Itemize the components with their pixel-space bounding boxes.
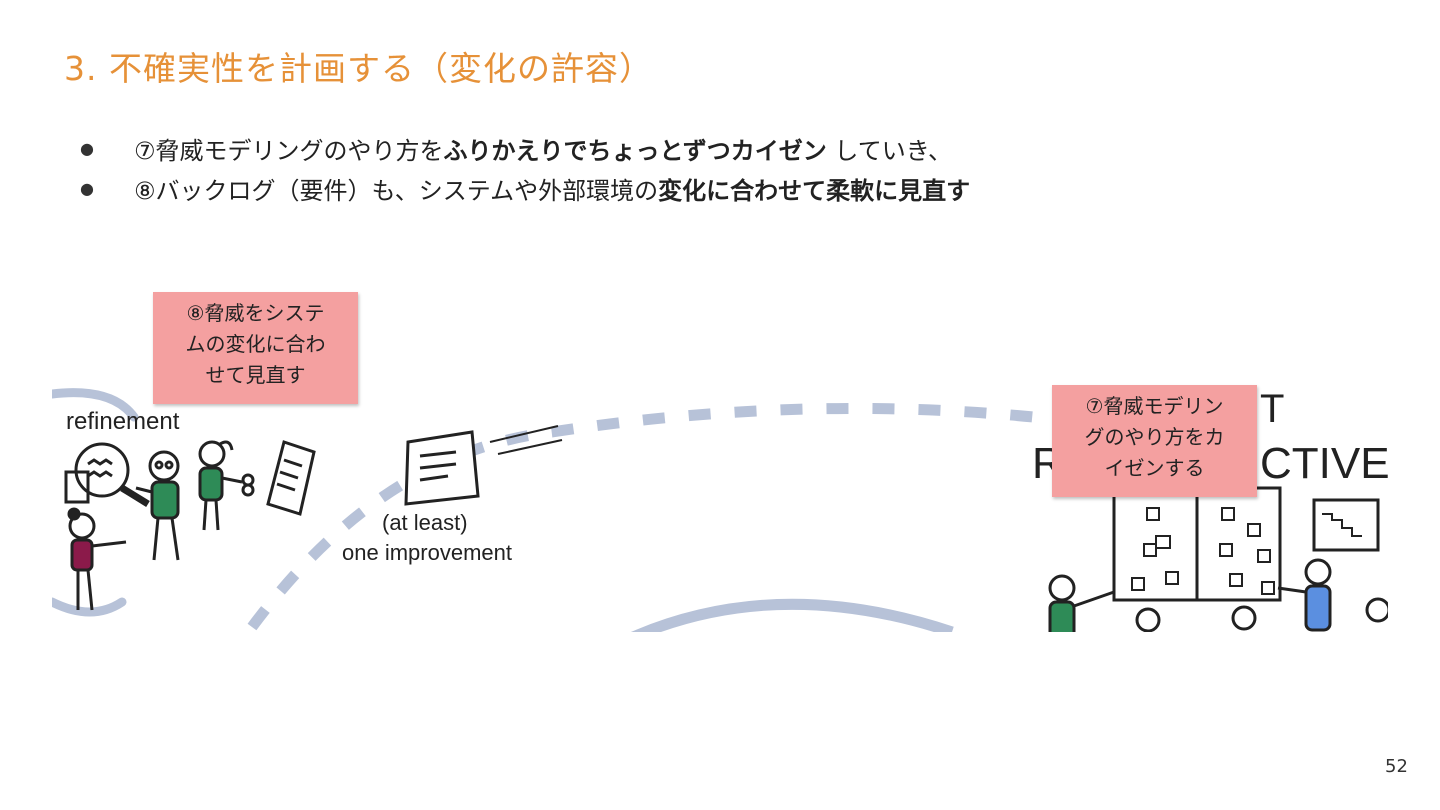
bullet-text-bold: 変化に合わせて柔軟に見直す: [658, 176, 971, 205]
inner-arc: [631, 598, 954, 632]
sprint-dashed-arc: [247, 402, 1063, 631]
callout-line: ムの変化に合わ: [185, 332, 326, 356]
retro-label-right: CTIVE: [1260, 439, 1388, 488]
retro-label-top: T: [1260, 387, 1284, 431]
person-green-ponytail: [198, 440, 255, 531]
scrum-cycle-drawing: refinement: [52, 387, 1388, 632]
slide-title: 3. 不確実性を計画する（変化の許容）: [64, 49, 653, 88]
bullet-marker: ●: [80, 178, 94, 198]
bullet-text-bold: ふりかえりでちょっとずつカイゼン: [443, 136, 827, 165]
backlog-paper-icon: [266, 440, 316, 516]
callout-line: せて見直す: [205, 363, 306, 387]
callout-line: ⑧脅威をシステ: [186, 301, 325, 325]
bullet-text-prefix: ⑧バックログ（要件）も、システムや外部環境の: [134, 176, 659, 205]
callout-line: ⑦脅威モデリン: [1085, 394, 1224, 418]
callout-line: グのやり方をカ: [1084, 425, 1225, 449]
refinement-label: refinement: [66, 408, 180, 435]
bullet-text-prefix: ⑦脅威モデリングのやり方を: [134, 136, 444, 165]
magnifier-icon: [64, 442, 150, 507]
bullet-list: ● ⑦脅威モデリングのやり方を ふりかえりでちょっとずつカイゼン していき、 ●…: [80, 128, 970, 208]
callout-threat-modeling: ⑦脅威モデリン グのやり方をカ イゼンする: [1052, 385, 1257, 497]
bullet-marker: ●: [80, 138, 94, 158]
improvement-document-icon: [404, 425, 563, 506]
improvement-label-line1: (at least): [382, 510, 468, 535]
scrum-cycle-illustration: refinement: [52, 282, 1388, 632]
person-blue-retro: [1277, 558, 1332, 632]
bullet-item-7: ● ⑦脅威モデリングのやり方を ふりかえりでちょっとずつカイゼン していき、: [80, 128, 970, 168]
bullet-item-8: ● ⑧バックログ（要件）も、システムや外部環境の 変化に合わせて柔軟に見直す: [80, 168, 970, 208]
person-maroon: [67, 507, 127, 611]
refinement-arc: [52, 388, 139, 617]
callout-threat-backlog: ⑧脅威をシステ ムの変化に合わ せて見直す: [153, 292, 358, 404]
improvement-label-line2: one improvement: [342, 540, 512, 565]
burndown-chart-icon: [1312, 498, 1380, 552]
callout-line: イゼンする: [1104, 456, 1205, 480]
people-faces-retro: [1135, 597, 1388, 632]
page-number: 52: [1385, 756, 1408, 777]
bullet-text-suffix: していき、: [826, 136, 953, 165]
retro-board: [1112, 486, 1282, 602]
person-green-retro: [1048, 574, 1115, 632]
person-green-glasses: [135, 450, 180, 561]
